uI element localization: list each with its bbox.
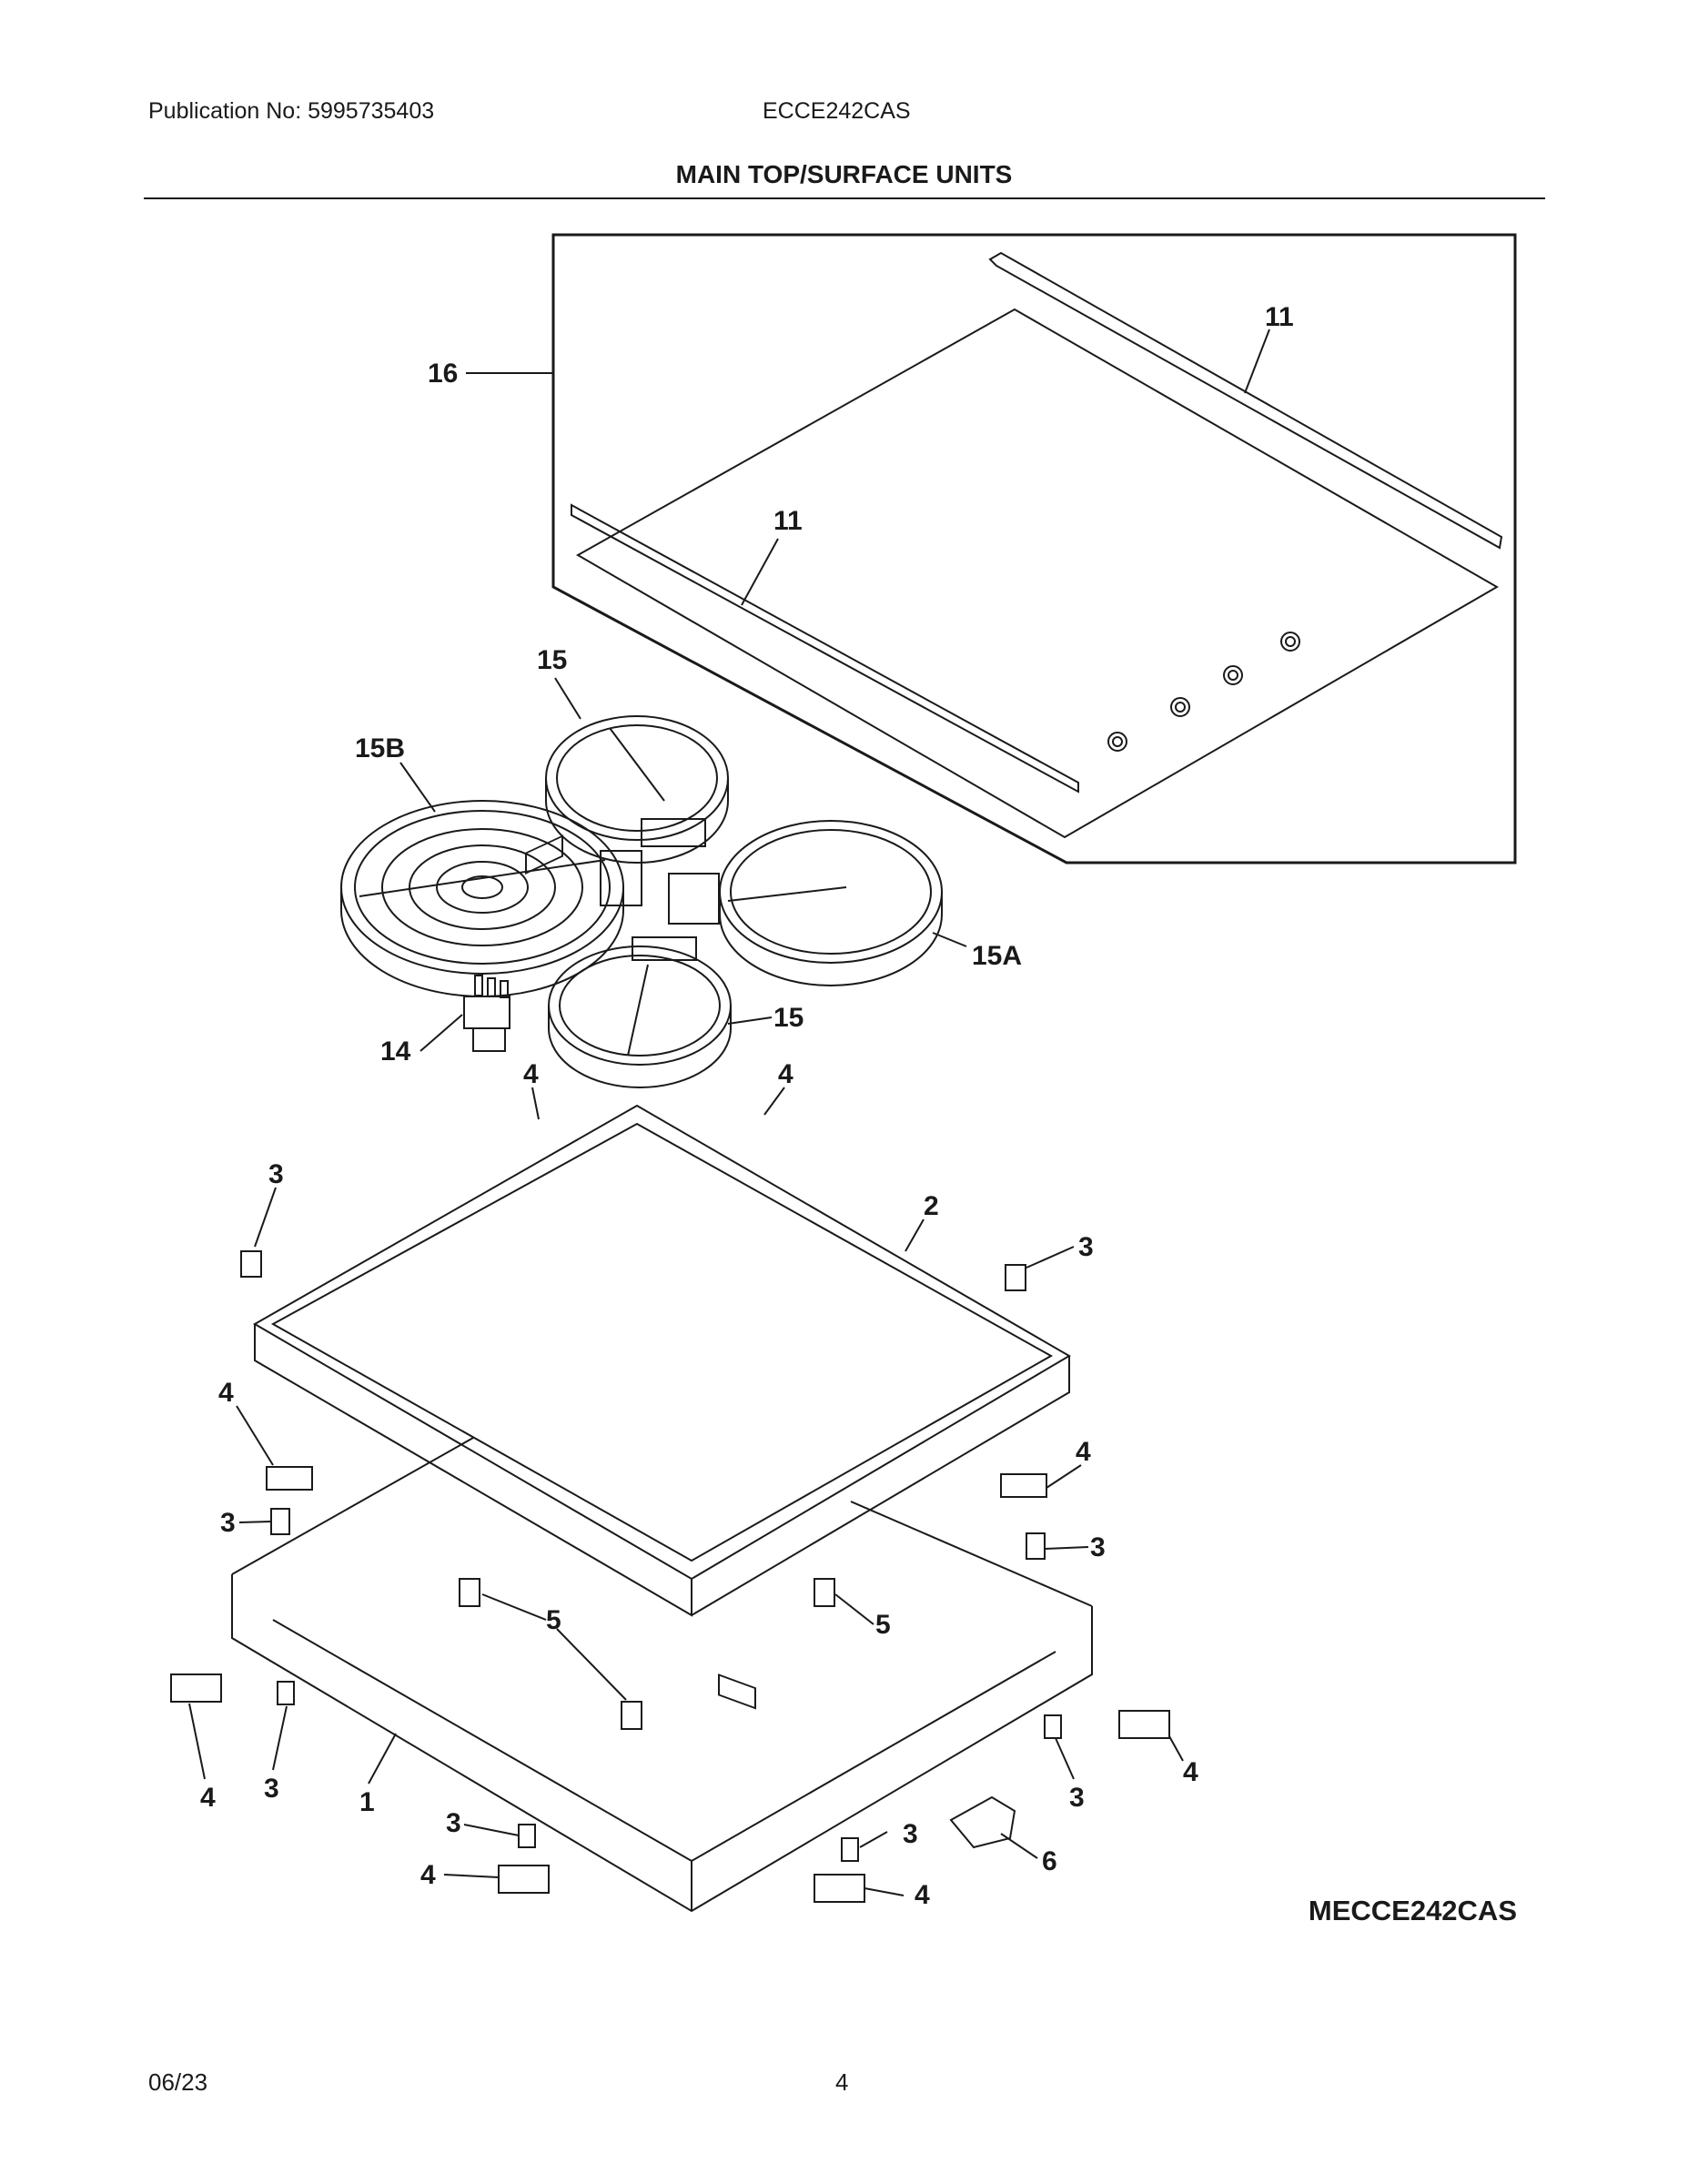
rear-trim-strip [988, 251, 1503, 550]
callout-5-b: 5 [875, 1610, 891, 1640]
control-knob-holes [1107, 632, 1300, 752]
callout-11-rear: 11 [1265, 302, 1294, 332]
page-number: 4 [835, 2068, 849, 2096]
callout-2: 2 [924, 1191, 939, 1221]
glass-cooktop [575, 308, 1500, 839]
front-trim-strip [571, 503, 1079, 794]
surface-element-rear [545, 715, 729, 864]
clips [240, 1250, 1062, 1862]
callout-3-c: 3 [220, 1508, 236, 1538]
callout-4-c: 4 [218, 1378, 234, 1408]
callout-3-b: 3 [1078, 1232, 1094, 1262]
corner-brackets [170, 834, 1170, 1903]
callout-11-front: 11 [773, 506, 803, 536]
title-rule [144, 197, 1545, 199]
callout-3-a: 3 [268, 1159, 284, 1189]
callout-4-h: 4 [1183, 1757, 1198, 1787]
chassis-box [231, 1437, 1093, 1913]
callout-3-e: 3 [264, 1774, 279, 1804]
callout-3-f: 3 [446, 1808, 461, 1838]
callout-15A: 15A [972, 941, 1022, 971]
callout-6: 6 [1042, 1846, 1057, 1876]
callout-1: 1 [359, 1787, 375, 1817]
callout-15-rear: 15 [537, 645, 567, 675]
surface-element-front [548, 936, 732, 1088]
callout-4-d: 4 [1076, 1437, 1091, 1467]
cord-bracket [949, 1795, 1016, 1849]
footer-date: 06/23 [148, 2068, 208, 2096]
diagram-code: MECCE242CAS [1308, 1895, 1517, 1926]
leader-lines [188, 329, 1270, 1896]
surface-element-radiant [340, 800, 642, 997]
surface-element-large [668, 820, 943, 986]
element-supports [459, 1578, 835, 1730]
callout-4-g: 4 [915, 1880, 930, 1910]
callout-3-h: 3 [1069, 1783, 1085, 1813]
callout-4-a: 4 [523, 1059, 539, 1089]
terminal-block [463, 975, 510, 1052]
callout-3-g: 3 [903, 1819, 918, 1849]
callout-4-e: 4 [200, 1783, 216, 1813]
callout-5-a: 5 [546, 1605, 561, 1635]
callout-4-f: 4 [420, 1860, 436, 1890]
glass-top-frame [551, 233, 1517, 864]
callout-4-b: 4 [778, 1059, 793, 1089]
callout-16: 16 [428, 359, 458, 389]
model-number: ECCE242CAS [763, 98, 911, 124]
page-title: MAIN TOP/SURFACE UNITS [675, 160, 1013, 188]
publication-number: Publication No: 5995735403 [148, 98, 435, 124]
callout-3-d: 3 [1090, 1532, 1106, 1562]
main-top-frame [253, 1104, 1071, 1617]
callout-15-front: 15 [773, 1003, 804, 1033]
callout-15B: 15B [355, 733, 405, 763]
callout-14: 14 [380, 1036, 411, 1067]
